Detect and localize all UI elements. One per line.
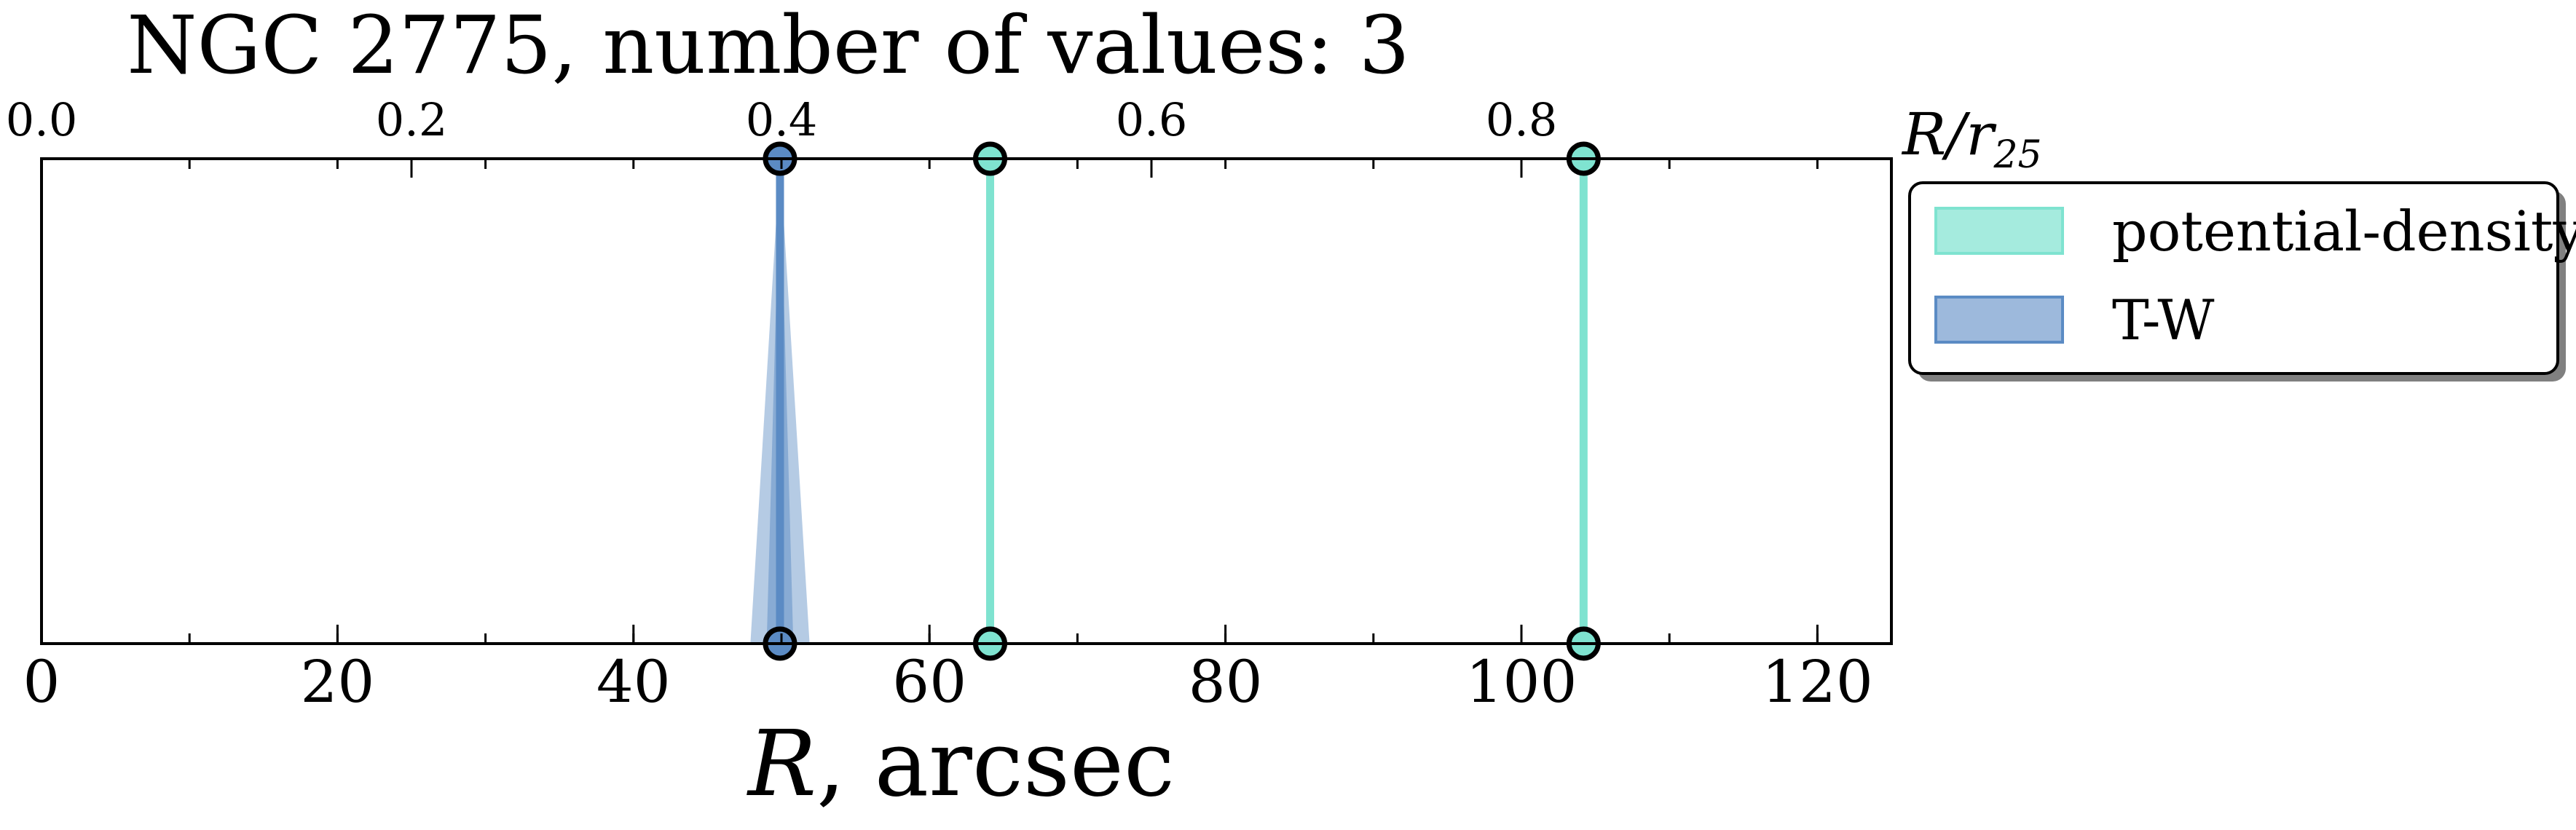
plot-frame [40, 157, 1893, 645]
chart-title: NGC 2775, number of values: 3 [127, 0, 1409, 92]
top-tick-label: 0.4 [746, 93, 818, 146]
x-tick-label: 0 [23, 648, 60, 716]
legend: potential-density T-W [1908, 181, 2576, 382]
x-tick-label: 60 [892, 648, 966, 716]
legend-box [1908, 181, 2559, 375]
top-tick-label: 0.0 [6, 93, 78, 146]
legend-swatch-potential-density [1934, 207, 2064, 255]
legend-label-t-w: T-W [2112, 288, 2215, 352]
x-tick-label: 40 [596, 648, 671, 716]
x-tick-label: 80 [1189, 648, 1263, 716]
x-axis-label: R, arcsec [747, 711, 1175, 817]
legend-swatch-t-w [1934, 296, 2064, 344]
top-axis: 0.0 0.2 0.4 0.6 0.8 [6, 93, 1558, 178]
top-axis-label: R/r25 [1901, 100, 2042, 177]
series-layer [750, 141, 1601, 661]
top-tick-label: 0.8 [1486, 93, 1558, 146]
legend-label-potential-density: potential-density [2112, 199, 2576, 264]
x-tick-label: 120 [1762, 648, 1873, 716]
top-tick-label: 0.2 [376, 93, 448, 146]
top-tick-label: 0.6 [1116, 93, 1188, 146]
bottom-axis: 0 20 40 60 80 100 120 [23, 159, 1873, 716]
x-tick-label: 20 [301, 648, 375, 716]
x-tick-label: 100 [1466, 648, 1577, 716]
